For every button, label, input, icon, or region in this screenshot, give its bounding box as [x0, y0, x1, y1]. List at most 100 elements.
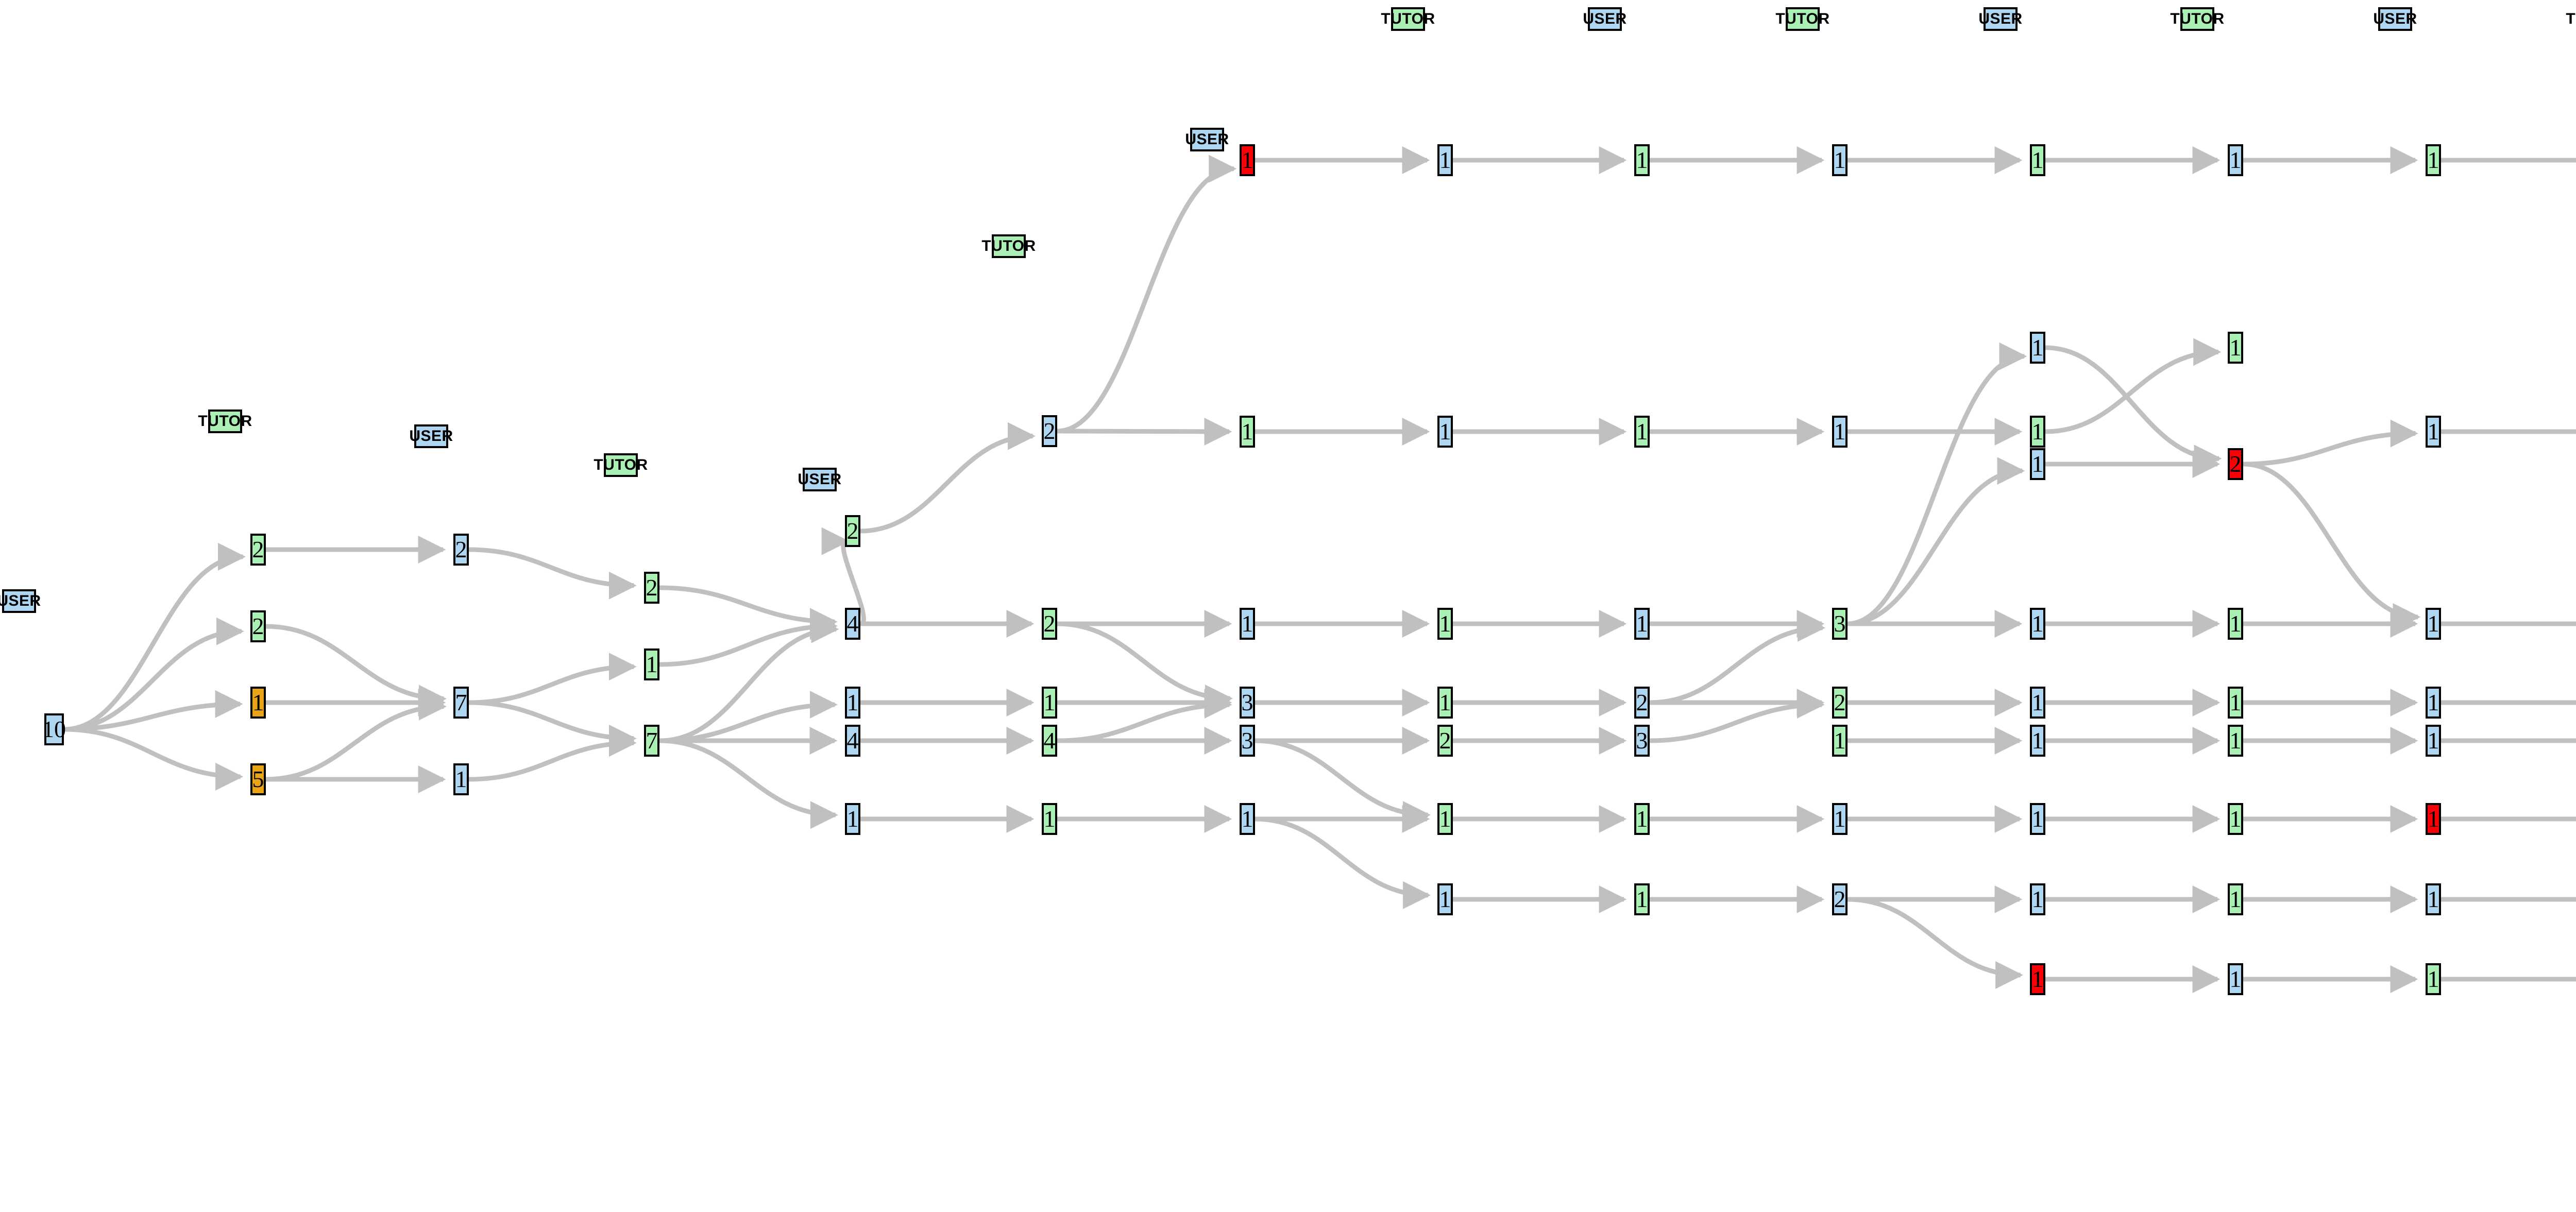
tree-node[interactable]: 1 — [2426, 803, 2441, 835]
tree-node[interactable]: 2 — [250, 610, 266, 642]
tree-node[interactable]: 5 — [250, 763, 266, 795]
tree-node[interactable]: 1 — [1634, 608, 1650, 640]
tree-node[interactable]: 3 — [1634, 725, 1650, 757]
tree-edge — [63, 727, 244, 791]
tree-node[interactable]: 1 — [1240, 803, 1255, 835]
tree-node[interactable]: 1 — [2228, 687, 2243, 719]
tree-node[interactable]: 2 — [250, 534, 266, 566]
legend-box-user: USER — [1978, 7, 2022, 31]
tree-node[interactable]: 1 — [1437, 803, 1453, 835]
tree-edge — [468, 547, 637, 600]
tree-node[interactable]: 2 — [845, 515, 860, 547]
tree-node[interactable]: 3 — [1240, 687, 1255, 719]
tree-node[interactable]: 2 — [1832, 687, 1848, 719]
tree-node[interactable]: 1 — [2228, 144, 2243, 176]
tree-node[interactable]: 1 — [453, 763, 469, 795]
tree-node[interactable]: 1 — [1042, 687, 1057, 719]
tree-edge — [63, 542, 246, 732]
legend-box-tutor: TUTOR — [198, 409, 252, 433]
legend-box-user: USER — [2373, 7, 2417, 31]
tree-edge — [1057, 417, 1232, 446]
tree-node[interactable]: 2 — [1437, 725, 1453, 757]
tree-edge — [1649, 691, 1825, 743]
tree-node[interactable]: 1 — [2030, 803, 2045, 835]
tree-node[interactable]: 1 — [250, 687, 266, 719]
tree-node[interactable]: 1 — [2426, 144, 2441, 176]
tree-edge — [821, 527, 866, 626]
tree-node[interactable]: 3 — [1832, 608, 1848, 640]
tree-node[interactable]: 1 — [1634, 883, 1650, 915]
tree-node[interactable]: 2 — [2228, 448, 2243, 480]
tree-node[interactable]: 1 — [2426, 608, 2441, 640]
tree-node[interactable]: 1 — [845, 803, 860, 835]
tree-node[interactable]: 1 — [2228, 883, 2243, 915]
tree-node[interactable]: 1 — [2030, 687, 2045, 719]
tree-node[interactable]: 1 — [1437, 416, 1453, 448]
tree-node[interactable]: 1 — [2030, 332, 2045, 364]
legend-box-tutor: TUTOR — [594, 453, 648, 477]
tree-node[interactable]: 1 — [2426, 725, 2441, 757]
tree-node[interactable]: 1 — [1437, 687, 1453, 719]
tree-node[interactable]: 1 — [1832, 416, 1848, 448]
tree-node[interactable]: 1 — [2030, 416, 2045, 448]
tree-node[interactable]: 1 — [1437, 608, 1453, 640]
tree-node[interactable]: 4 — [845, 725, 860, 757]
tree-node[interactable]: 1 — [2030, 963, 2045, 995]
tree-edge — [659, 585, 838, 636]
tree-node[interactable]: 1 — [1240, 416, 1255, 448]
tree-edge — [1847, 457, 2025, 626]
tree-node[interactable]: 1 — [2228, 725, 2243, 757]
tree-node[interactable]: 1 — [2030, 883, 2045, 915]
tree-node[interactable]: 1 — [2228, 963, 2243, 995]
tree-node[interactable]: 1 — [2030, 144, 2045, 176]
tree-node[interactable]: 1 — [1634, 416, 1650, 448]
tree-node[interactable]: 4 — [1042, 725, 1057, 757]
tree-node[interactable]: 10 — [42, 713, 66, 745]
tree-node[interactable]: 1 — [1437, 144, 1453, 176]
tree-node[interactable]: 1 — [2030, 725, 2045, 757]
legend-box-tutor: TUTOR — [981, 234, 1036, 258]
tree-node[interactable]: 1 — [2228, 803, 2243, 835]
tree-node[interactable]: 1 — [1634, 803, 1650, 835]
tree-node[interactable]: 1 — [2030, 608, 2045, 640]
legend-box-tutor: TUTOR — [1775, 7, 1829, 31]
tree-node[interactable]: 1 — [2426, 963, 2441, 995]
tree-node[interactable]: 3 — [1240, 725, 1255, 757]
tree-node[interactable]: 1 — [1240, 608, 1255, 640]
tree-node[interactable]: 1 — [1437, 883, 1453, 915]
tree-edge — [63, 690, 243, 732]
tree-node[interactable]: 1 — [1240, 144, 1255, 176]
tree-node[interactable]: 1 — [1832, 144, 1848, 176]
tree-node[interactable]: 1 — [1832, 803, 1848, 835]
tree-edge — [1255, 738, 1431, 829]
tree-node[interactable]: 4 — [845, 608, 860, 640]
tree-edge — [659, 615, 839, 743]
tree-node[interactable]: 1 — [2228, 332, 2243, 364]
tree-node[interactable]: 2 — [1832, 883, 1848, 915]
tree-node[interactable]: 1 — [2030, 448, 2045, 480]
tree-node[interactable]: 2 — [644, 572, 659, 604]
legend-box-user: USER — [798, 468, 841, 491]
tree-edge — [659, 691, 838, 743]
tree-node[interactable]: 1 — [2426, 687, 2441, 719]
tree-node[interactable]: 1 — [1634, 144, 1650, 176]
tree-edge — [2243, 419, 2418, 467]
tree-node[interactable]: 1 — [1042, 803, 1057, 835]
tree-node[interactable]: 1 — [2426, 883, 2441, 915]
tree-node[interactable]: 7 — [644, 725, 659, 757]
tree-node[interactable]: 1 — [644, 648, 659, 680]
tree-edge — [1847, 897, 2024, 989]
tree-node[interactable]: 2 — [453, 534, 469, 566]
tree-node[interactable]: 2 — [1042, 415, 1057, 447]
tree-node[interactable]: 1 — [1832, 725, 1848, 757]
tree-node[interactable]: 2 — [1042, 608, 1057, 640]
tree-edge — [468, 653, 637, 705]
tree-node[interactable]: 1 — [845, 687, 860, 719]
legend-box-tutor: TUTOR — [1381, 7, 1435, 31]
tree-node[interactable]: 1 — [2228, 608, 2243, 640]
tree-node[interactable]: 2 — [1634, 687, 1650, 719]
tree-edge — [1057, 155, 1237, 434]
tree-edge — [1057, 621, 1233, 713]
tree-node[interactable]: 7 — [453, 687, 469, 719]
tree-node[interactable]: 1 — [2426, 416, 2441, 448]
